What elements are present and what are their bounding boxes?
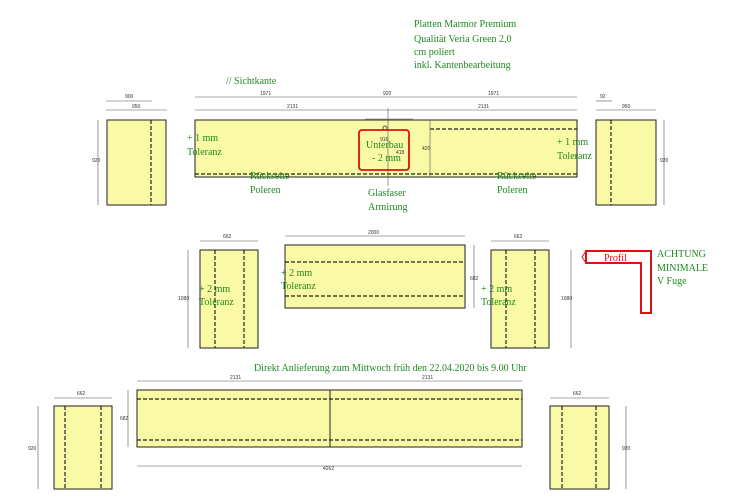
delivery-note: Direkt Anlieferung zum Mittwoch früh den… bbox=[254, 363, 527, 374]
achtung-line-2: MINIMALE bbox=[657, 263, 708, 274]
unterbau-highlight bbox=[358, 129, 410, 171]
dim-1080-left: 1080 bbox=[178, 296, 189, 302]
header-line-2: Qualität Veria Green 2,0 bbox=[414, 34, 512, 45]
dim-1080-right: 1080 bbox=[561, 296, 572, 302]
achtung-line-1: ACHTUNG bbox=[657, 249, 706, 260]
dim-2131-left: 2131 bbox=[287, 104, 298, 110]
row3-right-panel: 662 920 bbox=[549, 391, 631, 490]
row1-main-slab: 1971 920 1971 2131 2131 916 418 420 bbox=[194, 91, 578, 186]
dim-916: 916 bbox=[380, 137, 389, 143]
polieren-right: Poleren bbox=[497, 185, 528, 196]
dim-920-center: 920 bbox=[383, 91, 392, 97]
dim-682-r3: 682 bbox=[120, 416, 129, 422]
toleranz-r2-center: Toleranz bbox=[281, 281, 316, 292]
dim-662-r2-right: 662 bbox=[514, 234, 523, 240]
row1-right-panel: 92 950 920 bbox=[595, 94, 669, 206]
dim-662-r2-left: 662 bbox=[223, 234, 232, 240]
dim-2131-right: 2131 bbox=[478, 104, 489, 110]
row1-left-panel: 900 950 920 bbox=[92, 94, 167, 206]
dim-420: 420 bbox=[422, 146, 431, 152]
header-line-3: cm poliert bbox=[414, 47, 455, 58]
dim-2131-r3-left: 2131 bbox=[230, 375, 241, 381]
dim-900-top: 900 bbox=[125, 94, 134, 100]
tol-2mm-r2-center: + 2 mm bbox=[281, 268, 312, 279]
profil-label: Profil bbox=[604, 253, 627, 264]
toleranz-r2-right: Toleranz bbox=[481, 297, 516, 308]
armierung-label: Armirung bbox=[368, 202, 407, 213]
row2-right-panel: 662 1080 bbox=[490, 234, 572, 349]
polieren-left: Poleren bbox=[250, 185, 281, 196]
rueckseite-left: Rückseite bbox=[250, 171, 290, 182]
header-line-1: Platten Marmor Premium bbox=[414, 19, 516, 30]
sichtkante-label: // Sichtkante bbox=[226, 76, 277, 87]
toleranz-left: Toleranz bbox=[187, 147, 222, 158]
dim-920-right: 920 bbox=[660, 158, 669, 164]
dim-92-right: 92 bbox=[600, 94, 606, 100]
row3-main-slab: 2131 2131 682 4262 bbox=[120, 375, 523, 472]
unterbau-label: Unterbau bbox=[366, 140, 403, 151]
dim-920-left: 920 bbox=[92, 158, 101, 164]
dim-920-r3-left: 920 bbox=[28, 446, 37, 452]
tol-1mm-left: + 1 mm bbox=[187, 133, 218, 144]
dim-1971-left: 1971 bbox=[260, 91, 271, 97]
achtung-line-3: V Fuge bbox=[657, 276, 687, 287]
glasfaser-label: Glasfaser bbox=[368, 188, 406, 199]
dim-2131-r3-right: 2131 bbox=[422, 375, 433, 381]
toleranz-r2-left: Toleranz bbox=[199, 297, 234, 308]
dim-4262: 4262 bbox=[323, 466, 334, 472]
dim-1971-right: 1971 bbox=[488, 91, 499, 97]
tol-2mm-r2-right: + 2 mm bbox=[481, 284, 512, 295]
dim-920-r3-right: 920 bbox=[622, 446, 631, 452]
dim-662-r3-left: 662 bbox=[77, 391, 86, 397]
tol-2mm-r2-left: + 2 mm bbox=[199, 284, 230, 295]
dim-950-right: 950 bbox=[622, 104, 631, 110]
minus-2mm-label: - 2 mm bbox=[372, 153, 401, 164]
rueckseite-right: Rückseite bbox=[497, 171, 537, 182]
dim-682-center: 682 bbox=[470, 276, 479, 282]
row3-left-panel: 662 920 bbox=[28, 391, 113, 490]
profile-sketch bbox=[581, 250, 652, 314]
dim-418: 418 bbox=[396, 150, 405, 156]
header-line-4: inkl. Kantenbearbeitung bbox=[414, 60, 511, 71]
dim-662-r3-right: 662 bbox=[573, 391, 582, 397]
row2-left-panel: 662 1080 bbox=[178, 234, 259, 349]
toleranz-right: Toleranz bbox=[557, 151, 592, 162]
dim-2000: 2000 bbox=[368, 230, 379, 236]
tol-1mm-right: + 1 mm bbox=[557, 137, 588, 148]
dim-950-left: 950 bbox=[132, 104, 141, 110]
row2-center-panel: 2000 682 bbox=[284, 230, 479, 309]
